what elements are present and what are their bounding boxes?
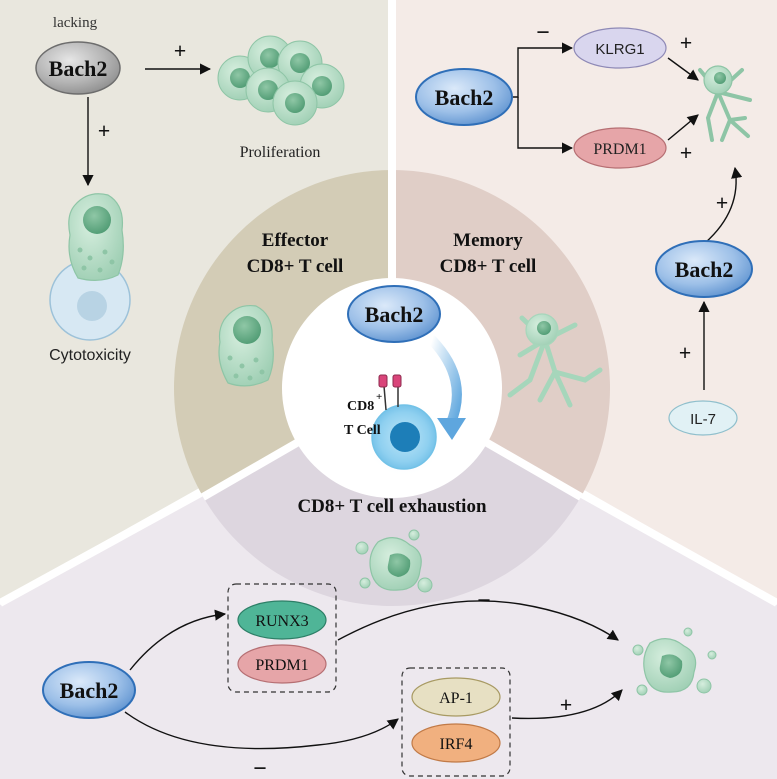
bach2-lower-label: Bach2 <box>675 257 734 282</box>
plus-cytotoxicity: + <box>98 118 111 143</box>
plus-prdm1-to-cell: + <box>680 140 693 165</box>
arrow-prdm1-to-memory-cell <box>667 114 699 141</box>
bach2-memory-node <box>415 68 513 126</box>
runx3-label: RUNX3 <box>255 613 308 630</box>
exhausted-ring-cell-icon <box>355 529 433 593</box>
arrow-bach2-to-ap1-group <box>124 711 399 750</box>
arrow-klrg1-to-memory-cell <box>667 57 699 81</box>
memory-ring-title-line1: Memory <box>453 230 523 251</box>
plus-il7: + <box>679 340 692 365</box>
effector-ring-title-line2: CD8+ T cell <box>247 256 344 277</box>
center-curved-arrow <box>427 335 462 430</box>
exhaustion-ring-title: CD8+ T cell exhaustion <box>297 496 486 517</box>
irf4-label: IRF4 <box>440 736 473 753</box>
proliferation-cells-icon <box>217 35 345 126</box>
plus-to-cell: + <box>560 692 573 717</box>
minus-to-ap1: − <box>253 756 267 779</box>
effector-cell-icon <box>218 304 274 387</box>
cytotoxicity-icon <box>49 193 131 341</box>
plus-klrg1-to-cell: + <box>680 30 693 55</box>
arrow-bach2-to-runx3-group <box>129 609 227 671</box>
effector-ring-title-line1: Effector <box>262 230 329 251</box>
arrow-bach2-lower-to-memory-cell <box>704 166 743 244</box>
runx3-node <box>237 600 327 640</box>
irf4-node <box>411 723 501 763</box>
bach2-exhaustion-label: Bach2 <box>60 678 119 703</box>
prdm1-memory-label: PRDM1 <box>593 141 646 158</box>
bach2-center-label: Bach2 <box>365 302 424 327</box>
ap1-node <box>411 677 501 717</box>
bach2-lacking-label: Bach2 <box>49 56 108 81</box>
arrow-bach2-to-klrg1 <box>513 42 574 98</box>
bach2-lacking-node <box>35 41 121 95</box>
prdm1-memory-node <box>573 127 667 169</box>
runx3-prdm1-group <box>227 583 337 693</box>
minus-klrg1: − <box>536 20 550 46</box>
lacking-label: lacking <box>53 15 98 31</box>
bach2-memory-label: Bach2 <box>435 85 494 110</box>
tcell-icon <box>364 374 444 478</box>
il7-node <box>668 400 738 436</box>
bach2-exhaustion-node <box>42 661 136 719</box>
proliferation-label: Proliferation <box>240 144 321 161</box>
arrow-bach2-to-prdm1 <box>517 97 574 154</box>
il7-label: IL-7 <box>690 411 716 428</box>
cytotoxicity-label: Cytotoxicity <box>49 347 131 364</box>
ap1-label: AP-1 <box>439 690 473 707</box>
bach2-lower-node <box>655 240 753 298</box>
klrg1-label: KLRG1 <box>595 41 644 58</box>
cd8-label: CD8 <box>347 399 374 414</box>
center-disc <box>282 278 502 498</box>
memory-ring-cell-icon <box>507 313 603 408</box>
cd8-superscript: + <box>376 391 382 403</box>
plus-bach2-to-cell: + <box>716 190 729 215</box>
plus-proliferation: + <box>174 38 187 63</box>
klrg1-node <box>573 27 667 69</box>
central-ring <box>173 170 611 607</box>
tcell-label: T Cell <box>344 423 381 438</box>
prdm1-exhaustion-label: PRDM1 <box>255 657 308 674</box>
arrow-ap1-to-exhausted-cell <box>511 689 623 720</box>
memory-ring-title-line2: CD8+ T cell <box>440 256 537 277</box>
bach2-center-node <box>347 285 441 343</box>
exhausted-cell-icon <box>632 627 717 696</box>
memory-cell-icon <box>698 65 752 142</box>
prdm1-exhaustion-node <box>237 644 327 684</box>
arrow-runx3-to-exhausted-cell <box>337 600 619 641</box>
ap1-irf4-group <box>401 667 511 777</box>
minus-to-cell: − <box>477 588 491 614</box>
